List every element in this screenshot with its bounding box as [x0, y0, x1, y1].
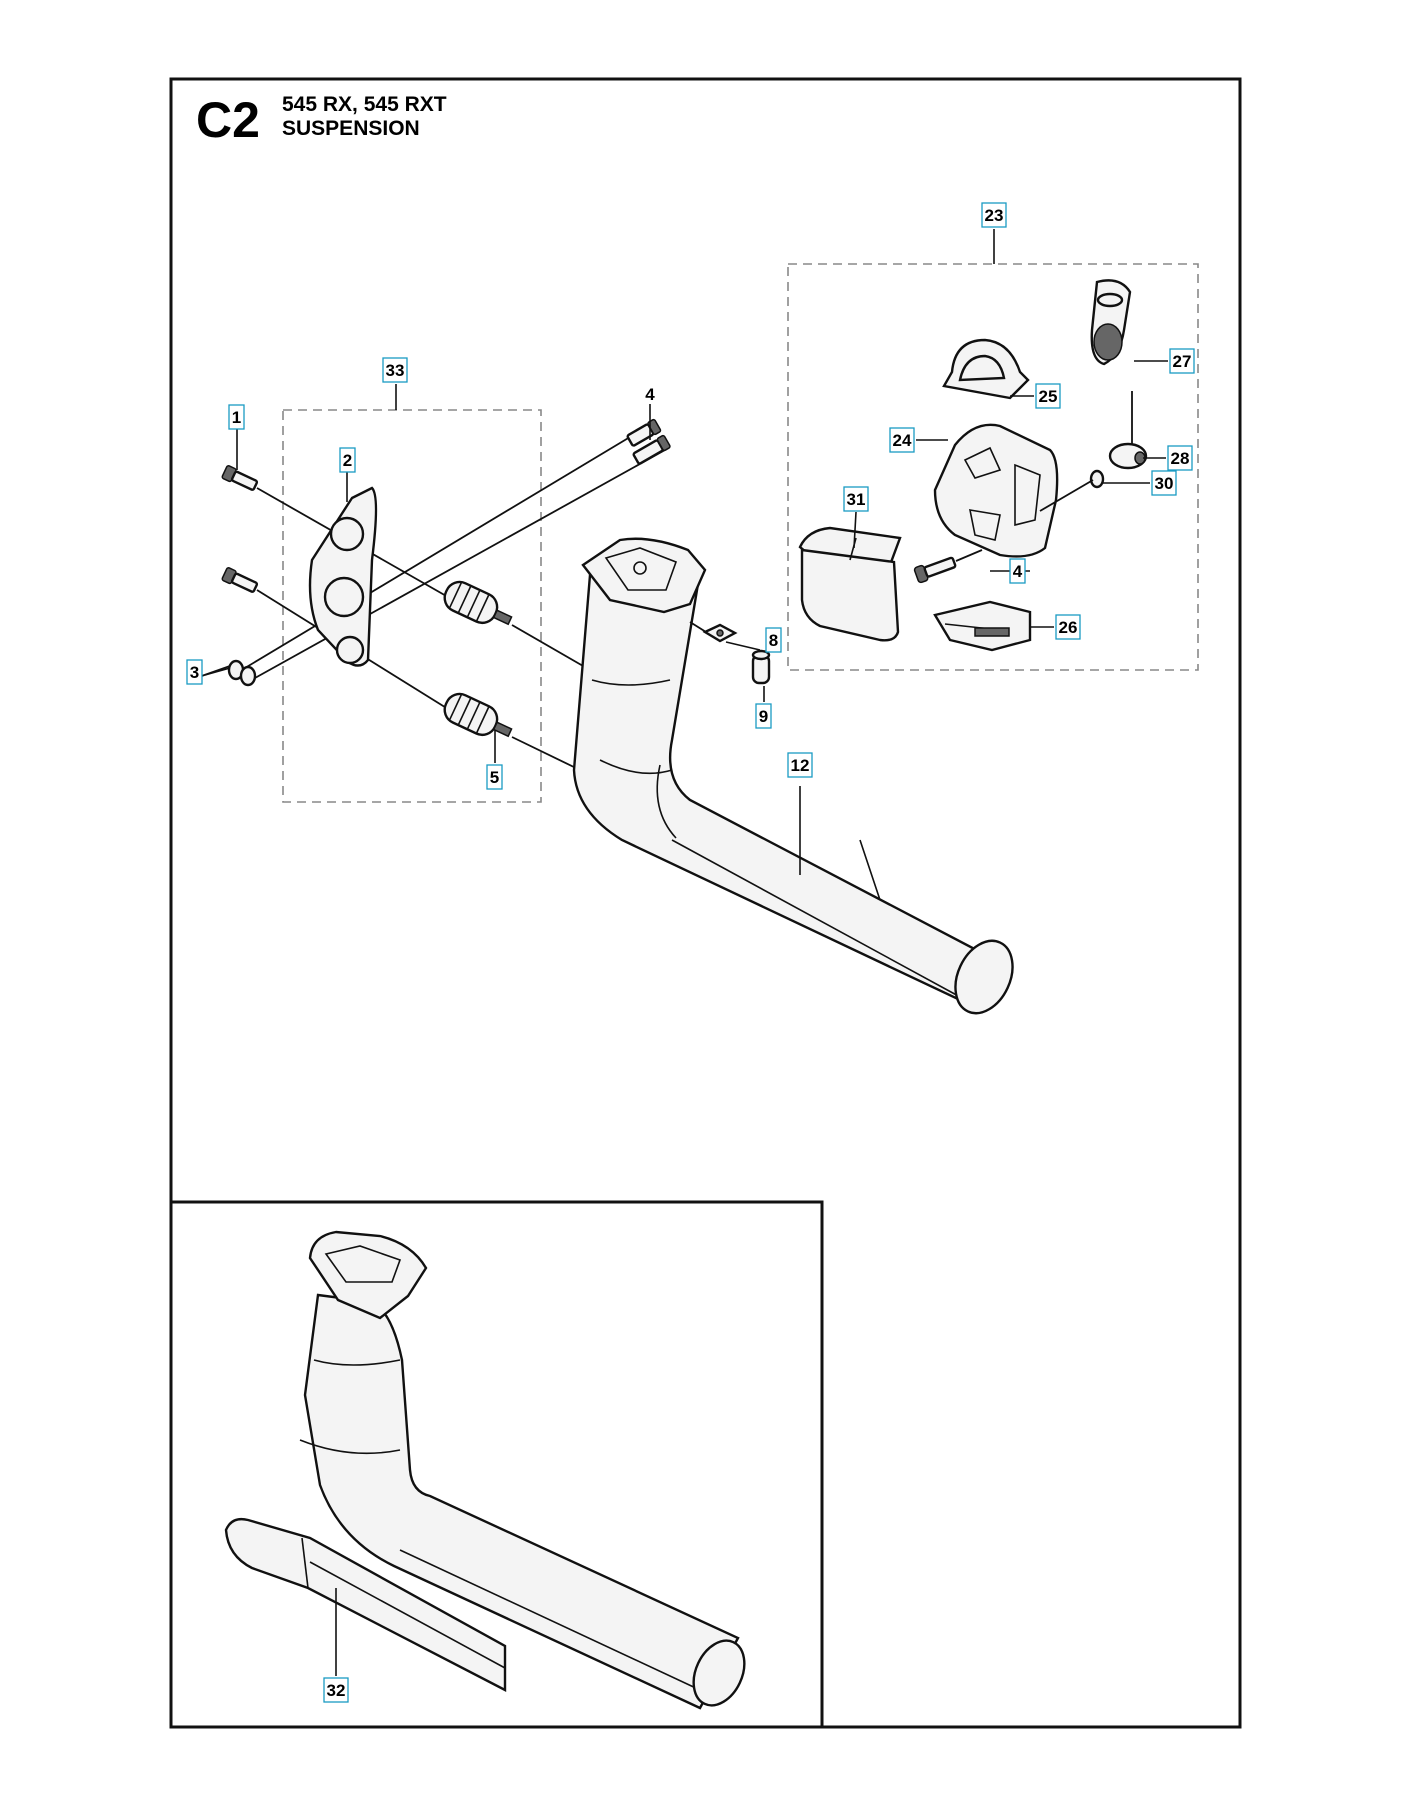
bolt-part-1 [221, 465, 259, 491]
diagram-frame [169, 77, 1242, 1729]
callout-33: 33 [382, 357, 408, 383]
callout-4-top: 4 [645, 385, 655, 404]
svg-text:4: 4 [1013, 562, 1023, 581]
svg-text:1: 1 [232, 408, 241, 427]
callout-31: 31 [843, 486, 869, 512]
svg-text:26: 26 [1059, 618, 1078, 637]
callout-24: 24 [889, 427, 915, 453]
nut-part-8 [689, 621, 738, 643]
clip-part-27 [1090, 279, 1132, 366]
holder-part-24 [933, 423, 1094, 558]
svg-text:5: 5 [490, 768, 499, 787]
callout-1: 1 [228, 404, 245, 430]
callout-28: 28 [1167, 445, 1193, 471]
suspension-bracket-part-2 [308, 486, 378, 667]
callout-30: 30 [1151, 470, 1177, 496]
spring-damper-lower [443, 692, 513, 738]
spring-damper-upper [443, 580, 513, 626]
svg-text:28: 28 [1171, 449, 1190, 468]
inset-frame [171, 1200, 824, 1727]
svg-text:2: 2 [343, 451, 352, 470]
handle-housing-part-12 [572, 537, 1014, 1015]
washer-part-30 [1089, 469, 1105, 489]
pin-part-28 [1108, 442, 1148, 470]
callout-5: 5 [486, 764, 503, 790]
callout-4-bottom: 4 [1009, 558, 1026, 584]
callout-2: 2 [339, 447, 356, 473]
section-code: C2 [196, 92, 260, 148]
section-title: SUSPENSION [282, 117, 420, 140]
bolt-lower [221, 567, 259, 593]
callout-25: 25 [1035, 383, 1061, 409]
svg-text:9: 9 [759, 707, 768, 726]
svg-text:31: 31 [847, 490, 866, 509]
inset-handle-assembly [224, 1230, 746, 1710]
callout-32: 32 [323, 1677, 349, 1703]
svg-text:30: 30 [1155, 474, 1174, 493]
long-bolts [244, 418, 671, 679]
callout-26: 26 [1055, 614, 1081, 640]
callout-23: 23 [981, 202, 1007, 228]
switch-part-26 [933, 600, 1032, 652]
svg-text:33: 33 [386, 361, 405, 380]
svg-text:4: 4 [645, 385, 655, 404]
callout-27: 27 [1169, 348, 1195, 374]
model-names: 545 RX, 545 RXT [282, 93, 447, 116]
clamp-part-25 [942, 338, 1030, 400]
svg-text:24: 24 [893, 431, 912, 450]
svg-text:3: 3 [190, 663, 199, 682]
svg-text:12: 12 [791, 756, 810, 775]
svg-text:32: 32 [327, 1681, 346, 1700]
callout-9: 9 [755, 703, 772, 729]
svg-text:8: 8 [769, 631, 778, 650]
svg-text:23: 23 [985, 206, 1004, 225]
nuts-part-3 [195, 659, 257, 687]
callout-3: 3 [186, 659, 203, 685]
bolt-part-4-lower [913, 556, 957, 584]
callout-12: 12 [787, 752, 813, 778]
callout-8: 8 [765, 627, 782, 653]
cover-part-31 [798, 526, 902, 642]
svg-text:27: 27 [1173, 352, 1192, 371]
group-box-23 [787, 263, 1199, 671]
spacer-part-9 [751, 649, 771, 685]
svg-text:25: 25 [1039, 387, 1058, 406]
